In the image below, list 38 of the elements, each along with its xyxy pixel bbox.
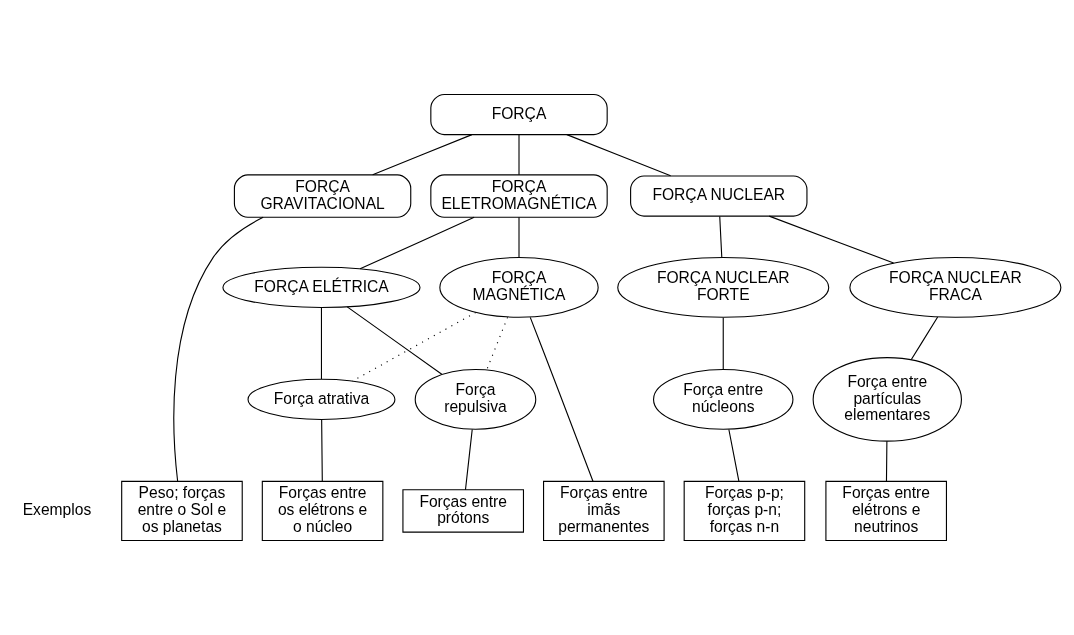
node-box: FORÇA ELETROMAGNÉTICA: [430, 174, 608, 218]
node-box: FORÇA GRAVITACIONAL: [233, 174, 412, 218]
connector: [719, 215, 723, 258]
connector: [529, 316, 594, 482]
connector: [372, 134, 473, 176]
connector: [518, 134, 520, 176]
node-box: Forças entre prótons: [402, 489, 525, 533]
node-ellipse: FORÇA NUCLEAR FORTE: [617, 257, 830, 318]
connector: [346, 306, 443, 375]
label: Exemplos: [22, 501, 92, 519]
connector: [359, 216, 475, 270]
node-box: Peso; forças entre o Sol e os planetas: [121, 480, 243, 542]
node-ellipse: FORÇA ELÉTRICA: [222, 266, 421, 309]
node-ellipse: Força atrativa: [247, 378, 396, 421]
node-ellipse: Força entre núcleons: [653, 369, 794, 430]
node-ellipse: Força entre partículas elementares: [812, 357, 962, 442]
node-box: Forças entre elétrons e neutrinos: [825, 480, 947, 542]
connector: [768, 215, 895, 264]
node-box: FORÇA: [430, 93, 608, 136]
connector: [728, 428, 740, 482]
connector: [885, 440, 888, 482]
connector: [910, 316, 939, 361]
node-box: Forças entre os elétrons e o núcleo: [261, 480, 384, 542]
connector: [566, 134, 672, 177]
connector: [518, 216, 520, 258]
node-ellipse: FORÇA NUCLEAR FRACA: [849, 257, 1062, 318]
connector: [321, 419, 323, 482]
connector: [722, 317, 724, 370]
node-box: Forças p-p; forças p-n; forças n-n: [683, 480, 806, 542]
connector: [464, 428, 473, 491]
connector: [173, 216, 264, 482]
connector: [486, 316, 509, 371]
node-ellipse: FORÇA MAGNÉTICA: [439, 257, 599, 318]
node-ellipse: Força repulsiva: [414, 369, 537, 430]
node-box: Forças entre imãs permanentes: [543, 480, 665, 542]
connector: [351, 312, 477, 382]
node-box: FORÇA NUCLEAR: [630, 175, 808, 217]
connector: [320, 307, 322, 380]
